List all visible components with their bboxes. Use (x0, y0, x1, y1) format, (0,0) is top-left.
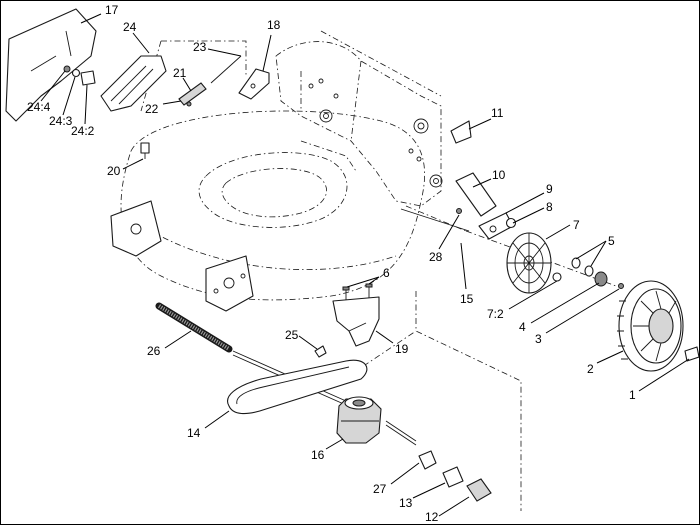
callout-23: 23 (193, 40, 207, 54)
height-lever-parts (400, 120, 517, 240)
callout-7-2: 7:2 (487, 307, 504, 321)
bracket-part-18 (238, 68, 270, 100)
callout-18: 18 (267, 18, 281, 32)
pin-part-28 (456, 208, 462, 214)
wheel-part-2 (617, 280, 699, 372)
callout-15: 15 (460, 292, 474, 306)
callout-24-2: 24:2 (71, 124, 95, 138)
callout-13: 13 (399, 496, 413, 510)
callout-6: 6 (383, 266, 390, 280)
spacer-parts-5 (571, 257, 624, 289)
leader-lines (40, 13, 690, 517)
callout-20: 20 (107, 164, 121, 178)
bolt-part-20 (140, 142, 150, 159)
callout-10: 10 (492, 168, 506, 182)
callout-24-3: 24:3 (49, 114, 73, 128)
callout-27: 27 (373, 482, 387, 496)
clip-part-25 (314, 345, 327, 358)
axle-parts-12-13-27 (418, 450, 492, 502)
callout-labels: 17 24 24:4 24:3 24:2 18 23 21 22 20 11 1… (27, 3, 636, 524)
callout-2: 2 (587, 362, 594, 376)
rear-flap-part-17 (5, 8, 97, 122)
wheel-hub-part-7 (506, 232, 562, 294)
callout-11: 11 (491, 106, 504, 120)
callout-16: 16 (311, 448, 325, 462)
rod-part-26 (155, 302, 233, 353)
callout-1: 1 (629, 388, 636, 402)
callout-28: 28 (429, 250, 443, 264)
handle-parts-21-23 (178, 55, 242, 107)
callout-7: 7 (573, 218, 580, 232)
gearbox-part-16 (336, 396, 382, 444)
callout-9: 9 (546, 182, 553, 196)
callout-26: 26 (147, 344, 161, 358)
callout-14: 14 (187, 426, 201, 440)
callout-19: 19 (395, 342, 409, 356)
callout-25: 25 (285, 328, 299, 342)
belt-part-14 (227, 359, 368, 415)
latch-parts-24 (63, 55, 167, 112)
callout-8: 8 (546, 200, 553, 214)
rear-frame (275, 41, 443, 207)
callout-24-4: 24:4 (27, 100, 51, 114)
callout-5: 5 (608, 234, 615, 248)
callout-21: 21 (173, 66, 187, 80)
bracket-part-19 (332, 283, 380, 347)
mower-deck (110, 110, 425, 312)
callout-24: 24 (123, 20, 137, 34)
callout-3: 3 (535, 332, 542, 346)
callout-17: 17 (105, 3, 119, 17)
callout-4: 4 (519, 320, 526, 334)
callout-12: 12 (425, 510, 439, 524)
callout-22: 22 (145, 102, 159, 116)
